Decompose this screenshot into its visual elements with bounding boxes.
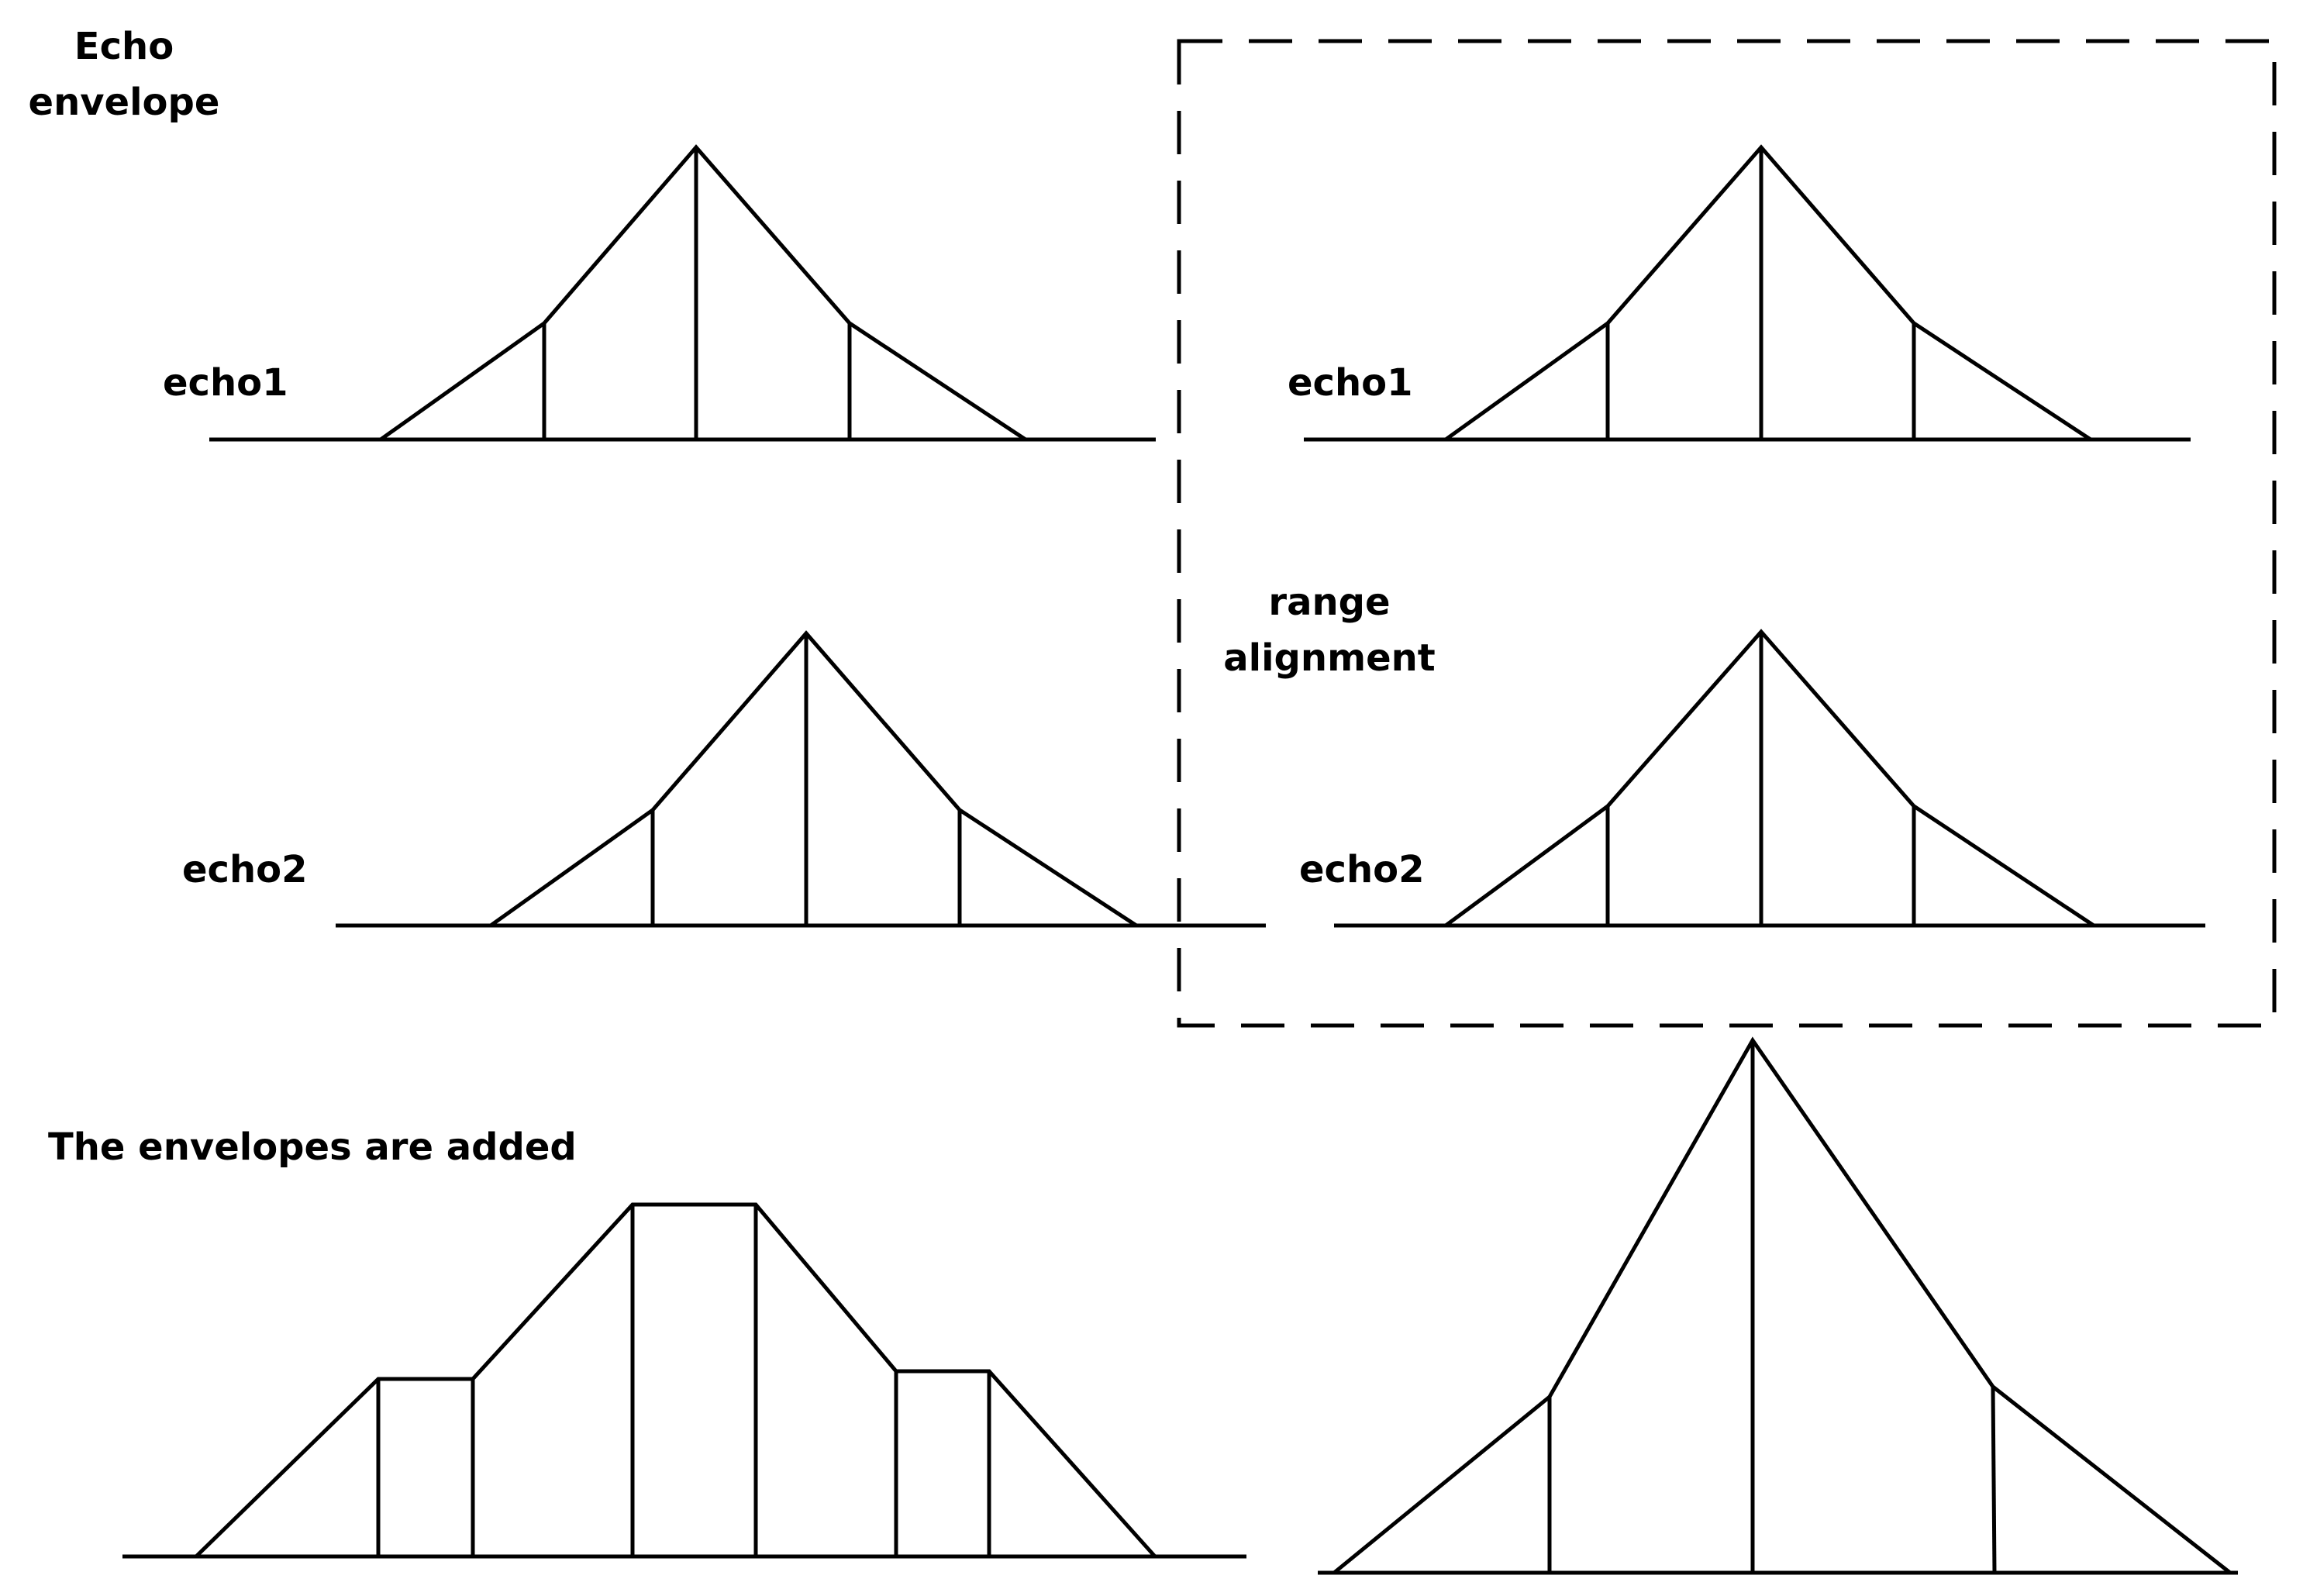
envelopes-added-label: The envelopes are added <box>48 1125 577 1169</box>
echo1-right-outline <box>1444 144 2092 442</box>
title-line-1: Echo <box>74 25 174 68</box>
echo2-left-outline <box>489 630 1138 928</box>
echo2-left-label: echo2 <box>182 848 308 891</box>
added-envelope-unaligned <box>122 1202 1246 1559</box>
echo1-left-envelope <box>209 144 1156 442</box>
echo1-left-outline <box>379 144 1027 442</box>
range-line-1: range <box>1268 581 1391 624</box>
added-envelope-aligned <box>1318 1036 2238 1575</box>
echo2-right-label: echo2 <box>1299 848 1425 891</box>
echo2-left-envelope <box>336 630 1266 928</box>
range-line-2: alignment <box>1223 636 1436 680</box>
range-alignment-label: range alignment <box>1209 574 1450 686</box>
echo2-right-envelope <box>1334 629 2205 928</box>
echo1-right-label: echo1 <box>1288 361 1413 405</box>
title-echo-envelope: Echo envelope <box>23 19 225 130</box>
echo2-right-outline <box>1444 629 2095 928</box>
echo1-left-label: echo1 <box>163 361 288 405</box>
title-line-2: envelope <box>28 81 220 124</box>
echo1-right-envelope <box>1304 144 2191 442</box>
range-alignment-dashed-box <box>1177 39 2277 1028</box>
added-aligned-divider-3 <box>1991 1386 1997 1574</box>
added-aligned-outline <box>1332 1036 2232 1574</box>
added-unaligned-outline <box>195 1202 1157 1558</box>
